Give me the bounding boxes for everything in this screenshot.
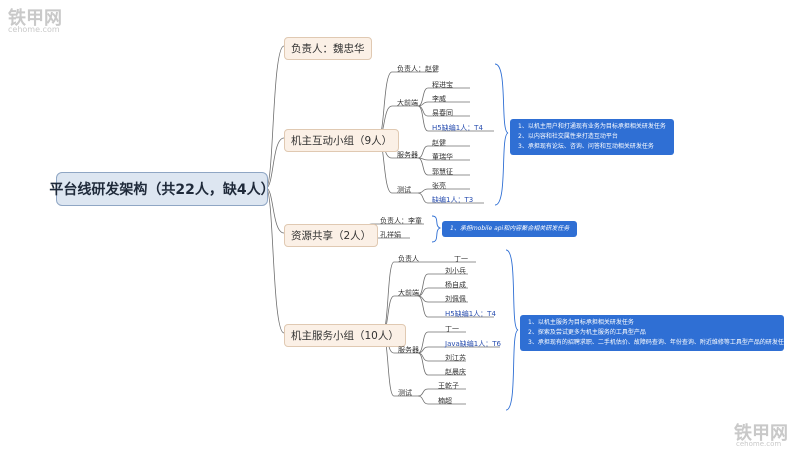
branch-resource-sharing[interactable]: 资源共享（2人） — [284, 224, 379, 247]
resource-note-line: 1、承担mobile api和内容聚合相关研发任务 — [450, 225, 570, 232]
service-frontend-vacancy: H5缺编1人：T4 — [445, 310, 496, 318]
watermark-domain-top: cehome.com — [8, 25, 60, 34]
service-server-member: 刘江苏 — [445, 354, 466, 362]
service-server-vacancy: Java缺编1人：T6 — [445, 340, 501, 348]
service-note-line: 2、探索及尝试更多为机主服务的工具型产品 — [528, 329, 646, 336]
interact-note-line: 1、以机主用户和打通现有业务为目标承担相关研发任务 — [518, 123, 666, 130]
watermark-logo-top: 铁甲网 — [8, 8, 62, 29]
interact-frontend-member: 李威 — [432, 95, 446, 103]
watermark-domain-bottom: cehome.com — [736, 440, 782, 448]
service-frontend-member: 刘佩佩 — [445, 295, 466, 303]
interact-test-label: 测试 — [397, 186, 411, 194]
interact-server-label: 服务器 — [397, 151, 418, 159]
service-test-label: 测试 — [398, 389, 412, 397]
interact-frontend-label: 大前端 — [397, 99, 418, 107]
interact-notes: 1、以机主用户和打通现有业务为目标承担相关研发任务 2、以内容和社交属性来打造互… — [510, 119, 674, 155]
root-node[interactable]: 平台线研发架构（共22人，缺4人） — [49, 172, 275, 206]
interact-lead: 负责人：赵健 — [397, 65, 439, 73]
interact-frontend-member: 程进宝 — [432, 81, 453, 89]
branch-service-group[interactable]: 机主服务小组（10人） — [284, 324, 406, 347]
service-frontend-label: 大前端 — [398, 289, 419, 297]
service-note-line: 3、承担现有的招聘求职、二手机估价、故障码查询、年份查询、附近维修等工具型产品的… — [528, 339, 790, 346]
interact-note-line: 3、承担现有论坛、咨询、问答和互动相关研发任务 — [518, 143, 654, 150]
branch-lead[interactable]: 负责人：魏忠华 — [284, 37, 372, 60]
service-lead-label: 负责人 — [398, 255, 419, 263]
watermark-logo-bottom: 铁甲网 — [734, 423, 788, 444]
interact-server-member: 董瑞华 — [432, 153, 453, 161]
interact-frontend-member: 易春同 — [432, 109, 453, 117]
interact-server-member: 赵健 — [432, 139, 446, 147]
service-server-member: 赵晨庆 — [445, 368, 466, 376]
interact-test-vacancy: 缺编1人：T3 — [432, 196, 474, 204]
branch-interact-group[interactable]: 机主互动小组（9人） — [284, 129, 400, 152]
service-note-line: 1、以机主服务为目标承担相关研发任务 — [528, 319, 634, 326]
service-lead-name: 丁一 — [454, 255, 468, 263]
service-test-member: 王乾子 — [438, 382, 459, 390]
interact-test-member: 张亮 — [432, 182, 446, 190]
resource-lead: 负责人：李童 — [380, 217, 422, 225]
interact-server-member: 郭慧征 — [432, 168, 453, 176]
service-test-member: 楠超 — [438, 397, 452, 405]
service-notes: 1、以机主服务为目标承担相关研发任务 2、探索及尝试更多为机主服务的工具型产品 … — [520, 315, 790, 351]
resource-member: 孔祥娟 — [380, 231, 401, 239]
interact-note-line: 2、以内容和社交属性来打造互动平台 — [518, 133, 618, 140]
service-frontend-member: 刘小兵 — [445, 267, 466, 275]
service-frontend-member: 杨自成 — [445, 281, 466, 289]
interact-frontend-vacancy: H5缺编1人：T4 — [432, 124, 483, 132]
resource-notes: 1、承担mobile api和内容聚合相关研发任务 — [442, 221, 578, 237]
service-server-member: 丁一 — [445, 325, 459, 333]
service-server-label: 服务器 — [398, 346, 419, 354]
